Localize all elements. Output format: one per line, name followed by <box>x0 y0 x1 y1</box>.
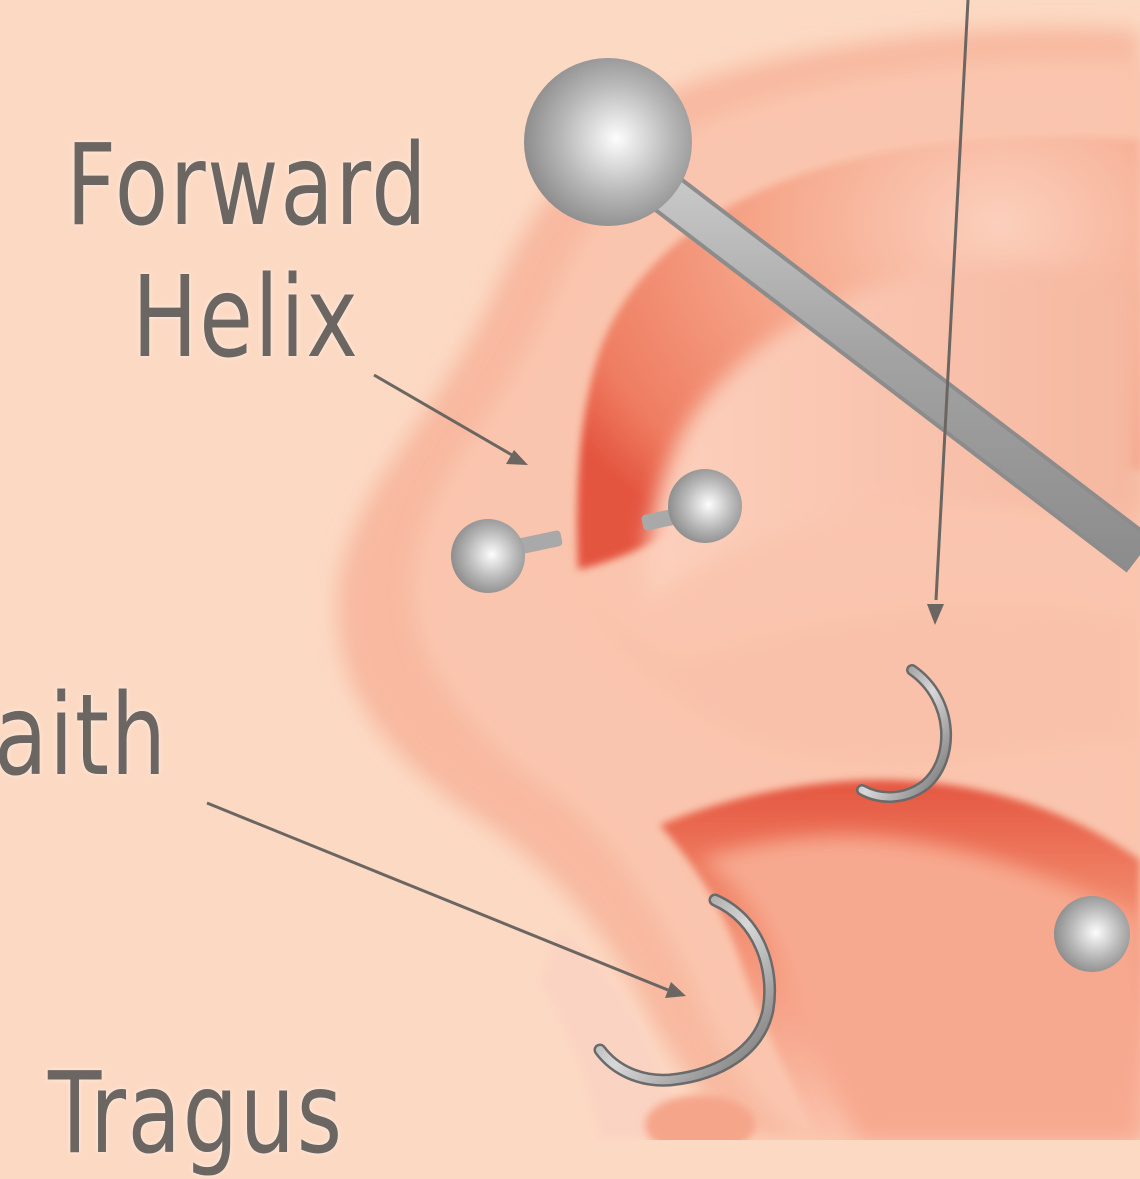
forward-helix-label-line2: Helix <box>132 253 360 383</box>
pointer-lines <box>206 0 970 998</box>
captive-ring-upper <box>856 664 953 803</box>
forward-helix-ball-icon <box>451 519 525 593</box>
forward-helix-ball-2-icon <box>668 469 742 543</box>
industrial-barbell <box>524 58 1140 573</box>
forward-helix-studs <box>451 469 742 593</box>
daith-label: aith <box>0 671 168 801</box>
conch-ball-icon <box>1054 896 1130 972</box>
concha-hollow <box>660 780 1140 1140</box>
captive-ring-lower <box>593 893 777 1087</box>
tragus-bump <box>540 930 755 1140</box>
forward-helix-label-line1: Forward <box>66 121 429 251</box>
tragus-label: Tragus <box>48 1049 344 1179</box>
barbell-ball-icon <box>524 58 692 226</box>
ear-piercing-illustration <box>206 0 1140 1140</box>
crus-ridge <box>560 560 1140 766</box>
